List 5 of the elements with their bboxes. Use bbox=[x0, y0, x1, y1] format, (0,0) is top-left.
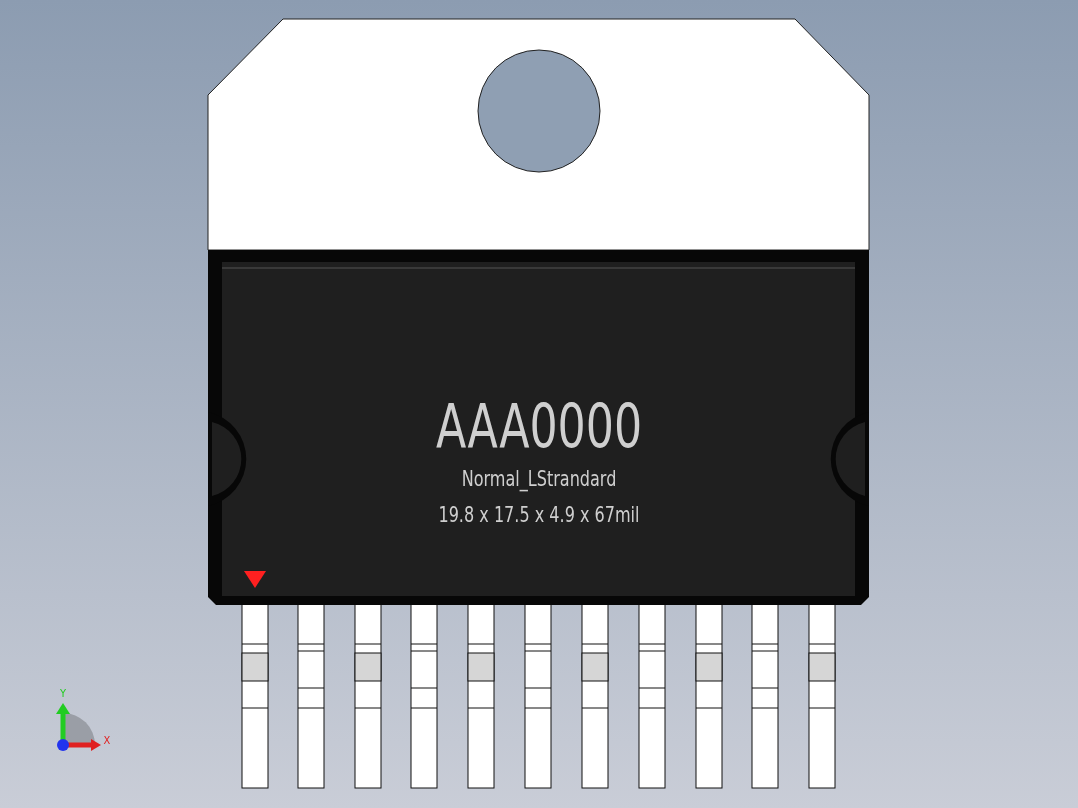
axis-label: Y bbox=[60, 688, 66, 699]
dimensions-text: 19.8 x 17.5 x 4.9 x 67mil bbox=[438, 505, 640, 526]
axis-label: X bbox=[103, 735, 111, 746]
part-number-text: AAA0000 bbox=[435, 396, 643, 456]
package-variant-text: Normal_LStrandard bbox=[461, 469, 617, 490]
